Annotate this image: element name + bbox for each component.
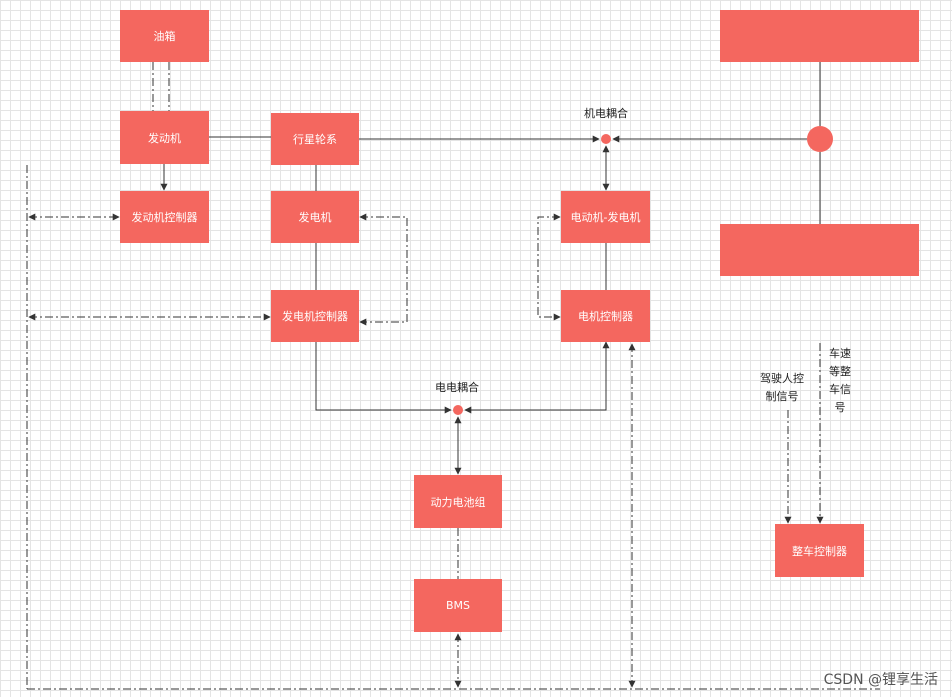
motor-generator-block[interactable]: 电动机-发电机: [561, 191, 650, 243]
watermark: CSDN @锂享生活: [823, 672, 938, 688]
mech-coupling-node: [601, 134, 611, 144]
elec-elec-coupling-label: 电电耦合: [435, 381, 479, 394]
motor-controller-block[interactable]: 电机控制器: [561, 290, 650, 342]
fuel-tank-block[interactable]: 油箱: [120, 10, 209, 62]
mech-elec-coupling-label: 机电耦合: [584, 107, 628, 120]
vehicle-speed-signal-label: 车速等整车信号: [829, 347, 851, 414]
engine-controller-block[interactable]: 发动机控制器: [120, 191, 209, 243]
engine-block[interactable]: 发动机: [120, 111, 209, 164]
generator-block[interactable]: 发电机: [271, 191, 359, 243]
lower-right-block[interactable]: [720, 224, 919, 276]
elec-coupling-node: [453, 405, 463, 415]
planetary-gear-block[interactable]: 行星轮系: [271, 113, 359, 165]
driver-signal-label: 驾驶人控制信号: [760, 372, 804, 403]
upper-right-block[interactable]: [720, 10, 919, 62]
battery-pack-block[interactable]: 动力电池组: [414, 475, 502, 528]
wheel-coupling-node: [807, 126, 833, 152]
vehicle-controller-block[interactable]: 整车控制器: [775, 524, 864, 577]
bms-block[interactable]: BMS: [414, 579, 502, 632]
generator-controller-block[interactable]: 发电机控制器: [271, 290, 359, 342]
